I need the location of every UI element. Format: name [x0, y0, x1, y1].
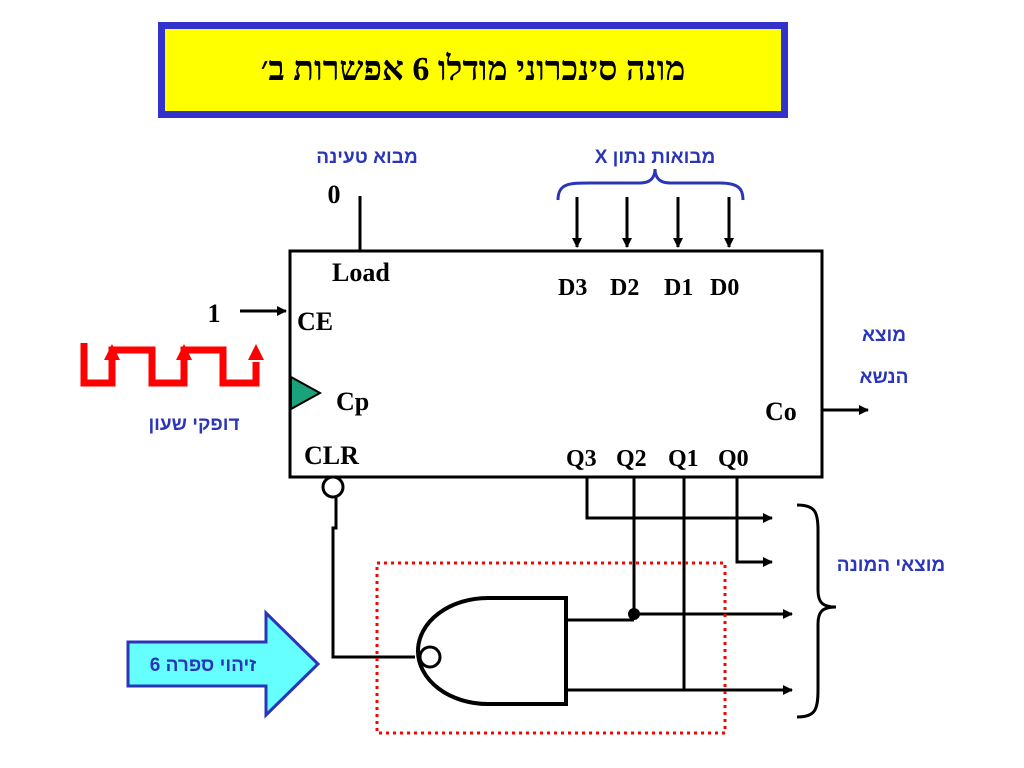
clock-input-triangle	[290, 375, 323, 411]
nand-gate	[416, 596, 568, 706]
pin-d0: D0	[710, 275, 739, 301]
load-value: 0	[328, 180, 341, 209]
counter-block	[288, 249, 824, 479]
carry-output-label-1: מוצא	[862, 325, 906, 346]
q3-output-line	[585, 477, 773, 523]
clock-edge-arrow-1	[104, 344, 120, 360]
detect-six-arrow	[126, 609, 321, 719]
nand-output-bubble	[418, 645, 442, 669]
counter-outputs-brace	[796, 503, 837, 719]
carry-output-label-2: הנשא	[860, 367, 909, 388]
pin-cp: Cp	[336, 387, 369, 416]
pin-d3: D3	[558, 275, 587, 301]
pin-q0: Q0	[718, 446, 749, 472]
pin-q1: Q1	[668, 446, 699, 472]
q2-junction-dot	[628, 608, 640, 620]
pin-d2: D2	[610, 275, 639, 301]
pin-co: Co	[765, 397, 797, 426]
clr-feedback-line	[331, 497, 415, 659]
pin-ce: CE	[297, 307, 333, 336]
pin-clr: CLR	[304, 441, 359, 470]
data-inputs-label: מבואות נתון X	[595, 147, 716, 168]
data-inputs-brace	[556, 168, 745, 201]
clock-pulses-icon	[80, 343, 260, 387]
page-title: מונה סינכרוני מודלו 6 אפשרות ב׳	[260, 51, 686, 88]
clock-pulses-label: דופקי שעון	[148, 414, 239, 435]
pin-load: Load	[332, 258, 390, 287]
pin-d1: D1	[664, 275, 693, 301]
detect-six-label: זיהוי ספרה 6	[150, 655, 256, 676]
clr-bubble	[321, 475, 345, 499]
q0-output-line	[735, 477, 773, 567]
pin-q2: Q2	[616, 446, 647, 472]
title-box: מונה סינכרוני מודלו 6 אפשרות ב׳	[158, 22, 788, 118]
clock-edge-arrow-2	[176, 344, 192, 360]
counter-outputs-label: מוצאי המונה	[837, 555, 945, 576]
pin-q3: Q3	[566, 446, 597, 472]
clock-edge-arrow-3	[248, 344, 264, 360]
ce-value: 1	[208, 299, 221, 328]
load-input-label: מבוא טעינה	[316, 147, 418, 168]
